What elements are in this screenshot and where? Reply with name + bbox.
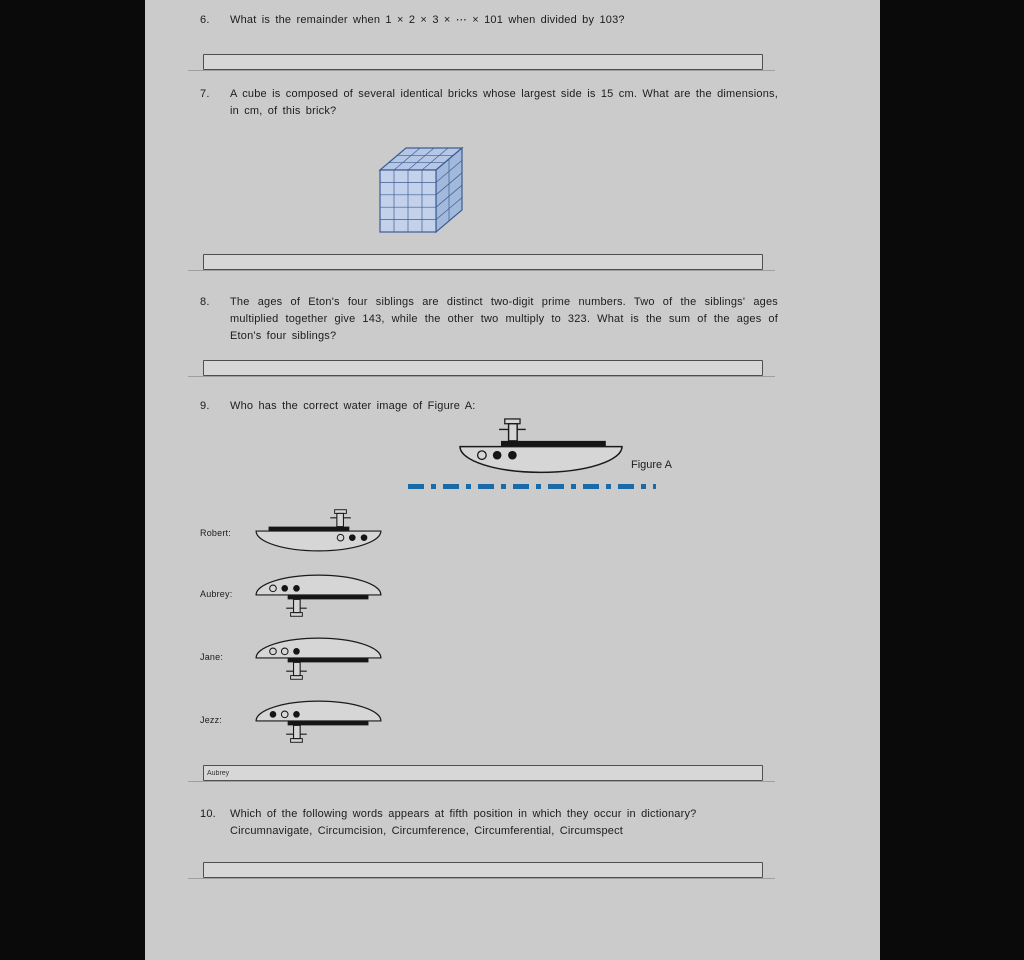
divider: [188, 376, 775, 377]
question-7: 7. A cube is composed of several identic…: [200, 86, 800, 120]
question-7-text: A cube is composed of several identical …: [230, 88, 778, 117]
option-jane: Jane:: [200, 633, 800, 680]
question-6-answer-input[interactable]: [203, 54, 763, 70]
question-9-answer-input[interactable]: [203, 765, 763, 781]
question-9-text: Who has the correct water image of Figur…: [230, 400, 476, 412]
question-10-text: Which of the following words appears at …: [230, 806, 778, 840]
question-6-text: What is the remainder when 1 × 2 × 3 × ⋯…: [230, 14, 625, 26]
brick-cube-image: [370, 136, 470, 236]
ship-icon: [252, 570, 385, 617]
question-7-answer-input[interactable]: [203, 254, 763, 270]
question-8-number: 8.: [200, 296, 210, 308]
divider: [188, 270, 775, 271]
ship-icon: [252, 509, 385, 556]
question-8-text: The ages of Eton's four siblings are dis…: [230, 296, 778, 342]
question-6: 6. What is the remainder when 1 × 2 × 3 …: [200, 12, 800, 29]
figure-a: Figure A: [455, 418, 800, 479]
worksheet-content: 6. What is the remainder when 1 × 2 × 3 …: [145, 0, 800, 879]
question-10: 10. Which of the following words appears…: [200, 806, 800, 840]
divider: [188, 70, 775, 71]
ship-icon: [252, 633, 385, 680]
question-9-number: 9.: [200, 400, 210, 412]
option-jane-label: Jane:: [200, 651, 224, 662]
question-8: 8. The ages of Eton's four siblings are …: [200, 294, 800, 345]
question-10-prompt: Which of the following words appears at …: [230, 808, 697, 820]
cube-icon: [378, 146, 464, 234]
worksheet-page: 6. What is the remainder when 1 × 2 × 3 …: [145, 0, 880, 960]
question-7-number: 7.: [200, 88, 210, 100]
ship-icon: [455, 418, 627, 479]
option-jezz: Jezz:: [200, 696, 800, 743]
divider: [188, 781, 775, 782]
figure-a-label: Figure A: [631, 459, 672, 471]
question-10-word-list: Circumnavigate, Circumcision, Circumfere…: [230, 825, 624, 837]
option-aubrey-label: Aubrey:: [200, 588, 233, 599]
dash-dot-line-icon: [408, 484, 656, 489]
question-8-answer-input[interactable]: [203, 360, 763, 376]
water-line: [408, 484, 800, 489]
question-6-number: 6.: [200, 14, 210, 26]
option-robert: Robert:: [200, 509, 800, 556]
question-10-number: 10.: [200, 808, 216, 820]
option-jezz-label: Jezz:: [200, 714, 223, 725]
ship-icon: [252, 696, 385, 743]
option-aubrey: Aubrey:: [200, 570, 800, 617]
option-robert-label: Robert:: [200, 527, 231, 538]
question-10-answer-input[interactable]: [203, 862, 763, 878]
divider: [188, 878, 775, 879]
question-9: 9. Who has the correct water image of Fi…: [200, 398, 800, 415]
